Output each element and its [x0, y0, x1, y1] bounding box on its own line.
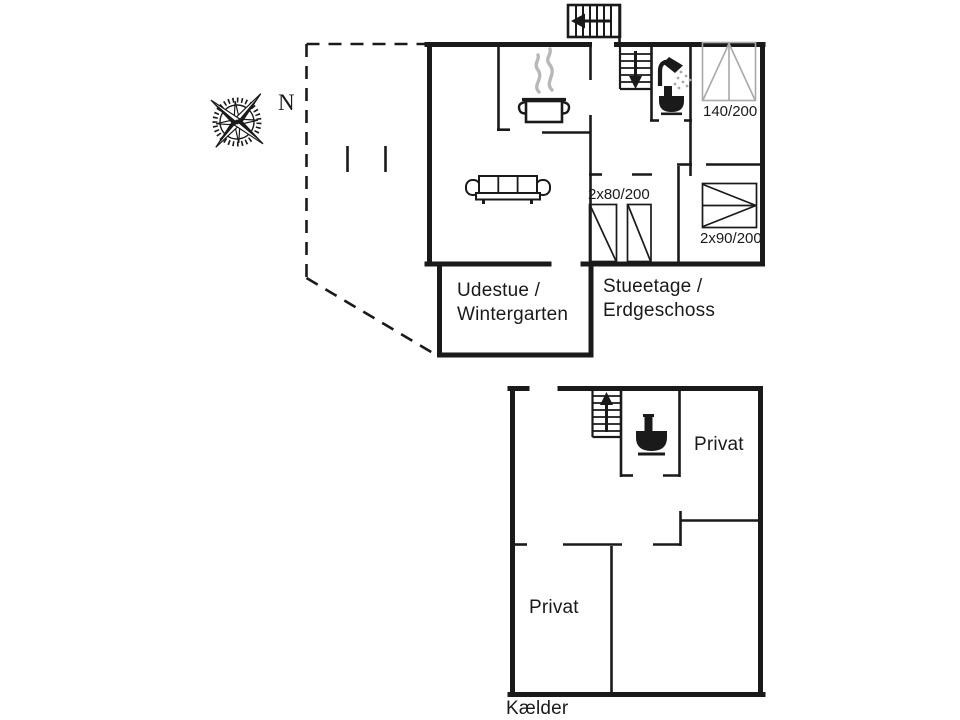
basement-interior-walls [515, 391, 759, 693]
cooking-pot-icon [517, 47, 571, 124]
stairs-entry-icon [566, 3, 622, 44]
sofa-icon [465, 175, 551, 204]
upper-floor-label-line2: Erdgeschoss [603, 300, 716, 321]
bed-twin-icons [588, 203, 652, 263]
winter-garden-label-line1: Udestue / [457, 280, 541, 301]
bed-double-dimension-label: 140/200 [703, 103, 758, 120]
bed-bunk-icon [701, 182, 758, 229]
bed-bunk-dimension-label: 2x90/200 [700, 230, 762, 247]
basement-floor-label: Kælder [506, 698, 569, 719]
toilet-icon [659, 86, 684, 116]
upper-interior-walls [497, 47, 760, 262]
basement-private-room-upper-label: Privat [694, 434, 744, 455]
basement-exterior-walls [507, 386, 766, 697]
bed-twin-dimension-label: 2x80/200 [588, 186, 650, 203]
shower-icon [657, 57, 692, 90]
compass-north-label: N [278, 90, 295, 115]
toilet-icon [636, 414, 667, 456]
upper-floor-plan [424, 3, 766, 358]
stairs-down-icon [618, 47, 651, 91]
compass-rose-icon [210, 93, 264, 148]
upper-exterior-walls [424, 42, 766, 358]
bed-double-icon [701, 41, 757, 102]
basement-private-room-lower-label: Privat [529, 597, 579, 618]
basement-floor-plan [507, 386, 766, 697]
terrace-dashed-outline [305, 42, 439, 358]
winter-garden-label-line2: Wintergarten [457, 304, 569, 325]
upper-floor-label-line1: Stueetage / [603, 276, 703, 297]
stairs-up-icon [591, 391, 621, 439]
